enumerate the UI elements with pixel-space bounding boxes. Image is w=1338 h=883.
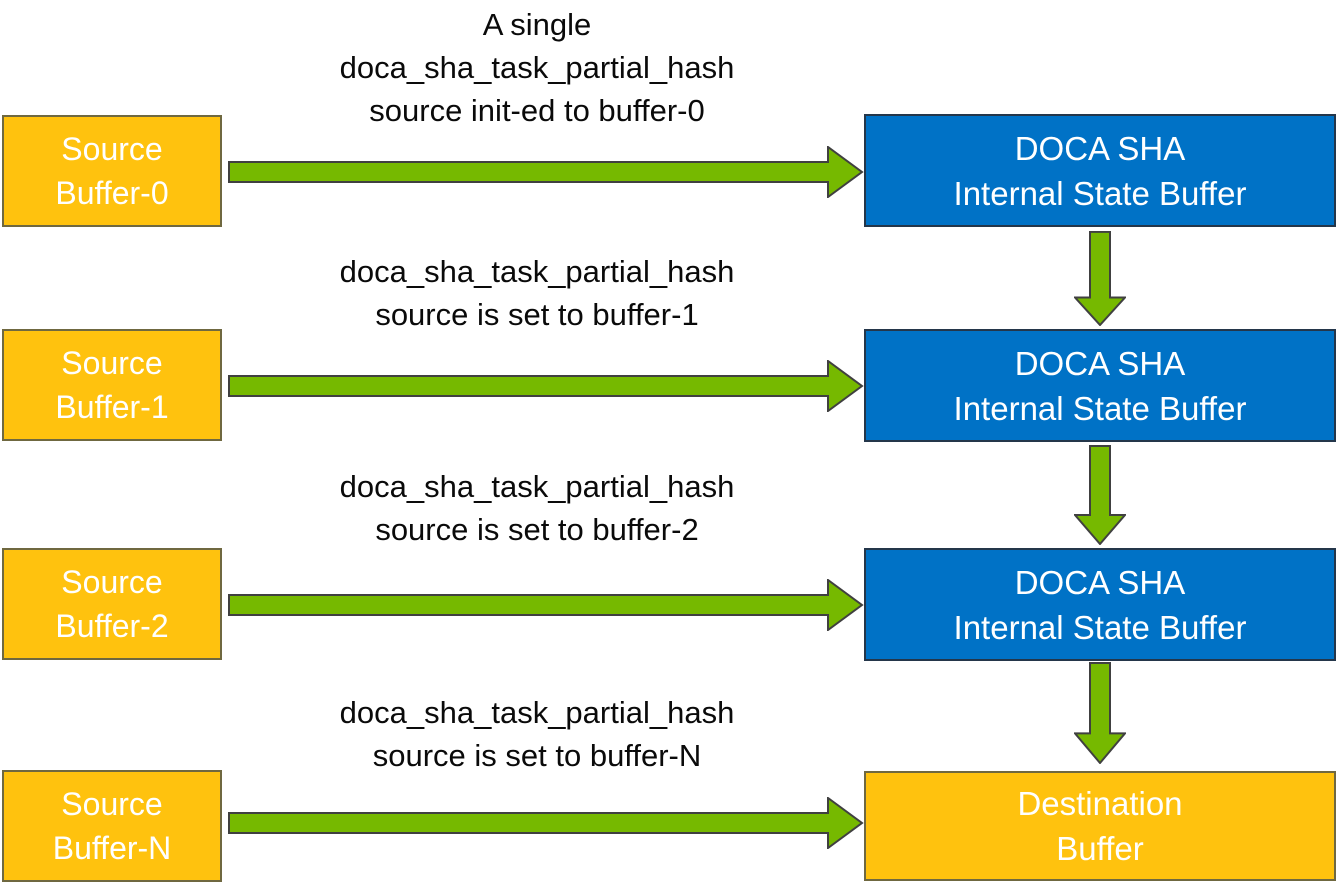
flow-arrow-vertical-2-icon <box>1074 662 1126 764</box>
doca-sha-state-buffer-0-box: DOCA SHA Internal State Buffer <box>864 114 1336 227</box>
doca-sha-state-buffer-2-box: DOCA SHA Internal State Buffer <box>864 548 1336 661</box>
destination-buffer-box: Destination Buffer <box>864 771 1336 881</box>
source-buffer-0-box: Source Buffer-0 <box>2 115 222 227</box>
flow-arrow-horizontal-1-icon <box>228 360 864 412</box>
source-buffer-1-box: Source Buffer-1 <box>2 329 222 441</box>
flow-arrow-vertical-0-icon <box>1074 231 1126 326</box>
arrow-label-row0: A single doca_sha_task_partial_hash sour… <box>339 7 735 128</box>
arrow-label-row3: doca_sha_task_partial_hash source is set… <box>339 695 735 773</box>
flow-arrow-vertical-1-icon <box>1074 445 1126 545</box>
doca-sha-state-buffer-1-box: DOCA SHA Internal State Buffer <box>864 329 1336 442</box>
arrow-label-row1: doca_sha_task_partial_hash source is set… <box>339 254 735 332</box>
flow-arrow-horizontal-3-icon <box>228 797 864 849</box>
source-buffer-2-box: Source Buffer-2 <box>2 548 222 660</box>
flow-arrow-horizontal-2-icon <box>228 579 864 631</box>
source-buffer-n-box: Source Buffer-N <box>2 770 222 882</box>
arrow-label-row2: doca_sha_task_partial_hash source is set… <box>339 469 735 547</box>
flow-arrow-horizontal-0-icon <box>228 146 864 198</box>
